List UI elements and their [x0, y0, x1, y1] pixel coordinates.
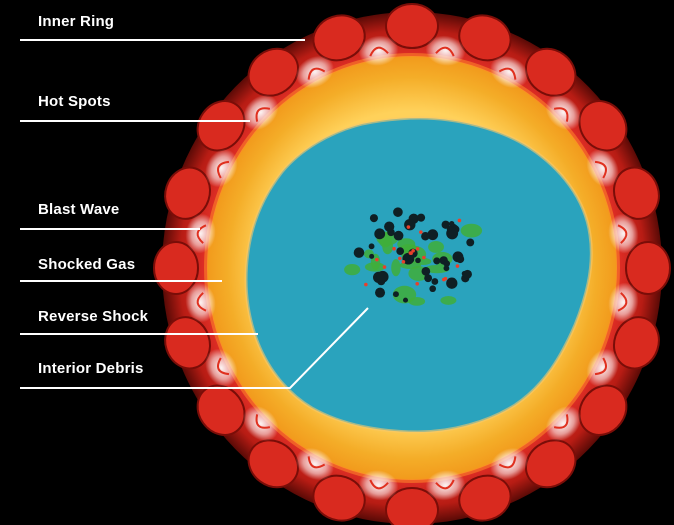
- label-hot-spots: Hot Spots: [38, 93, 111, 110]
- debris-dark-dot: [444, 265, 450, 271]
- debris-red-speck: [415, 282, 419, 286]
- debris-green-patch: [461, 224, 482, 238]
- debris-dark-dot: [463, 270, 472, 279]
- debris-green-patch: [428, 241, 444, 253]
- label-blast-wave: Blast Wave: [38, 201, 119, 218]
- debris-dark-dot: [449, 221, 454, 226]
- label-inner-ring: Inner Ring: [38, 13, 114, 30]
- debris-dark-dot: [403, 298, 408, 303]
- label-reverse-shock: Reverse Shock: [38, 308, 148, 325]
- debris-red-speck: [407, 225, 411, 229]
- debris-green-patch: [440, 296, 456, 305]
- debris-red-speck: [392, 247, 396, 251]
- debris-dark-dot: [393, 207, 403, 217]
- debris-dark-dot: [456, 255, 464, 263]
- debris-dark-dot: [433, 257, 440, 264]
- debris-dark-dot: [404, 219, 415, 230]
- debris-red-speck: [398, 257, 402, 261]
- debris-red-speck: [442, 278, 446, 282]
- debris-dark-dot: [447, 226, 453, 232]
- debris-dark-dot: [429, 285, 436, 292]
- debris-green-patch: [365, 262, 385, 271]
- debris-dark-dot: [375, 288, 385, 298]
- debris-red-speck: [402, 260, 406, 264]
- debris-green-patch: [344, 264, 360, 275]
- debris-red-speck: [411, 249, 415, 253]
- debris-dark-dot: [421, 232, 429, 240]
- debris-dark-dot: [394, 231, 404, 241]
- debris-dark-dot: [424, 274, 432, 282]
- debris-green-patch: [391, 259, 400, 276]
- debris-red-speck: [364, 283, 368, 287]
- debris-red-speck: [419, 230, 423, 234]
- debris-red-speck: [416, 247, 420, 251]
- debris-dark-dot: [374, 228, 385, 239]
- debris-dark-dot: [396, 247, 404, 255]
- debris-red-speck: [458, 219, 462, 223]
- debris-dark-dot: [431, 278, 438, 285]
- debris-dark-dot: [446, 278, 457, 289]
- label-shocked-gas: Shocked Gas: [38, 256, 135, 273]
- debris-dark-dot: [417, 214, 425, 222]
- debris-red-speck: [383, 265, 387, 269]
- debris-dark-dot: [466, 238, 474, 246]
- label-interior-debris: Interior Debris: [38, 360, 144, 377]
- debris-dark-dot: [377, 271, 389, 283]
- debris-dark-dot: [369, 243, 375, 249]
- debris-dark-dot: [354, 247, 365, 258]
- debris-red-speck: [456, 264, 460, 268]
- debris-dark-dot: [393, 291, 399, 297]
- debris-dark-dot: [369, 254, 374, 259]
- debris-dark-dot: [384, 222, 394, 232]
- debris-red-speck: [422, 256, 426, 260]
- debris-dark-dot: [415, 258, 421, 264]
- debris-dark-dot: [370, 214, 378, 222]
- debris-red-speck: [375, 258, 379, 262]
